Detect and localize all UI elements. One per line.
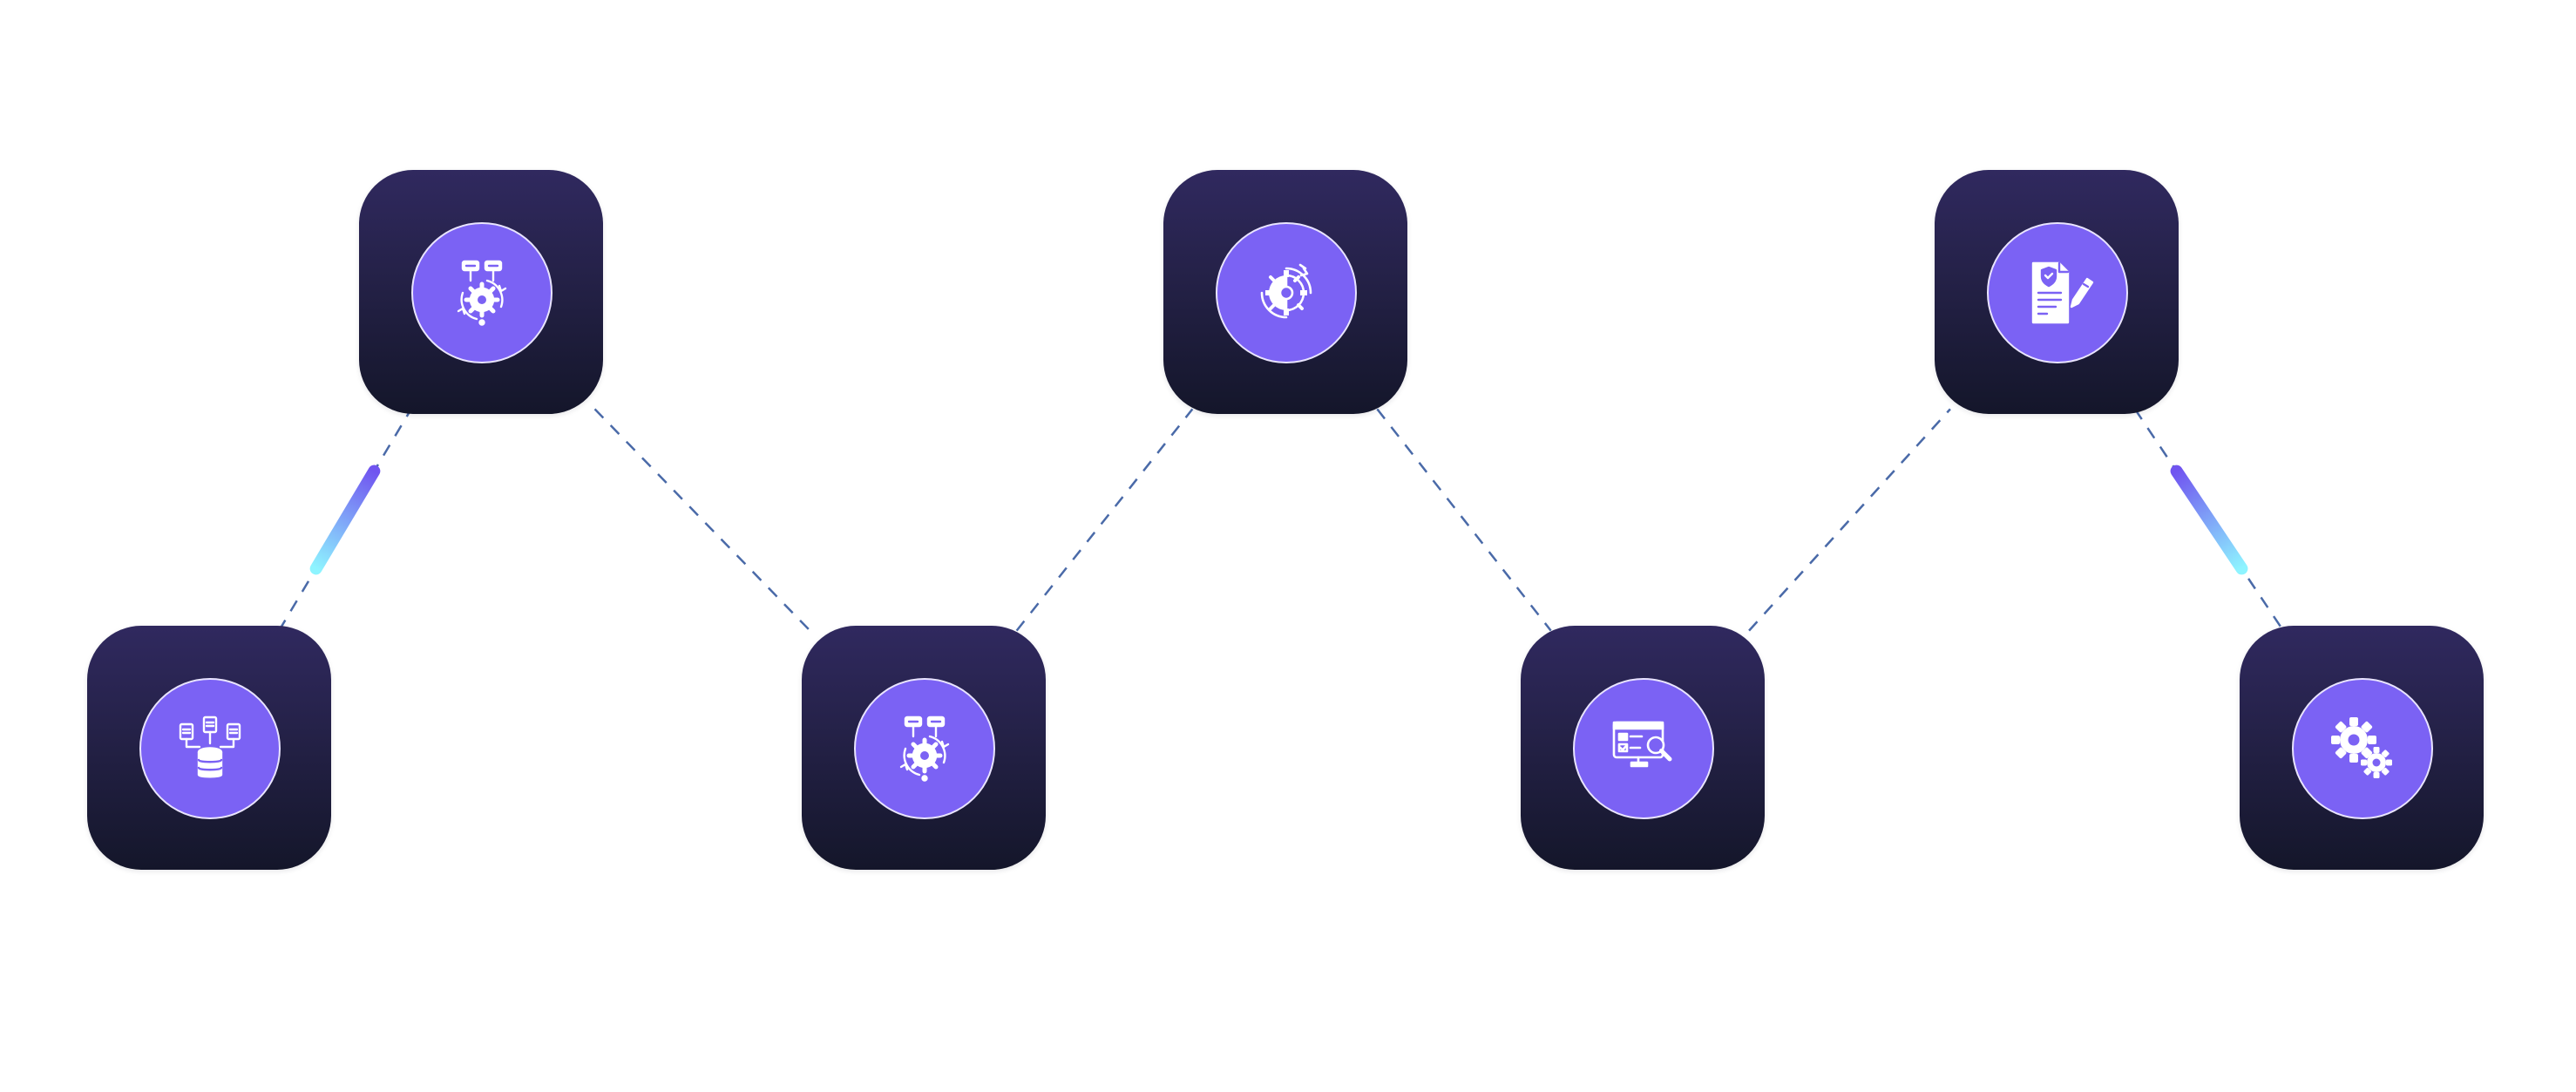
data-sources-database-icon — [179, 716, 241, 778]
connector-line-2 — [593, 408, 811, 632]
process-node-7 — [2240, 626, 2484, 870]
monitor-search-icon — [1612, 721, 1672, 768]
icon-circle — [411, 222, 552, 363]
icon-circle — [139, 678, 281, 819]
connector-line-4 — [1376, 408, 1552, 632]
secure-document-icon — [2031, 261, 2094, 324]
automation-gear-icon — [1260, 263, 1312, 319]
icon-circle — [1573, 678, 1714, 819]
connector-line-1 — [278, 408, 412, 632]
process-node-5 — [1521, 626, 1765, 870]
process-node-6 — [1935, 170, 2179, 414]
icon-circle — [2292, 678, 2433, 819]
process-node-3 — [802, 626, 1046, 870]
workflow-process-icon — [457, 260, 507, 326]
settings-gears-icon — [2331, 717, 2392, 778]
icon-circle — [854, 678, 995, 819]
icon-circle — [1216, 222, 1357, 363]
process-node-1 — [87, 626, 331, 870]
process-node-4 — [1163, 170, 1407, 414]
workflow-process-icon — [899, 716, 950, 782]
connector-highlight-1 — [309, 465, 381, 575]
process-node-2 — [359, 170, 603, 414]
icon-circle — [1987, 222, 2128, 363]
connector-highlight-6 — [2170, 465, 2248, 575]
connector-line-5 — [1748, 408, 1951, 632]
connector-line-3 — [1015, 408, 1194, 632]
